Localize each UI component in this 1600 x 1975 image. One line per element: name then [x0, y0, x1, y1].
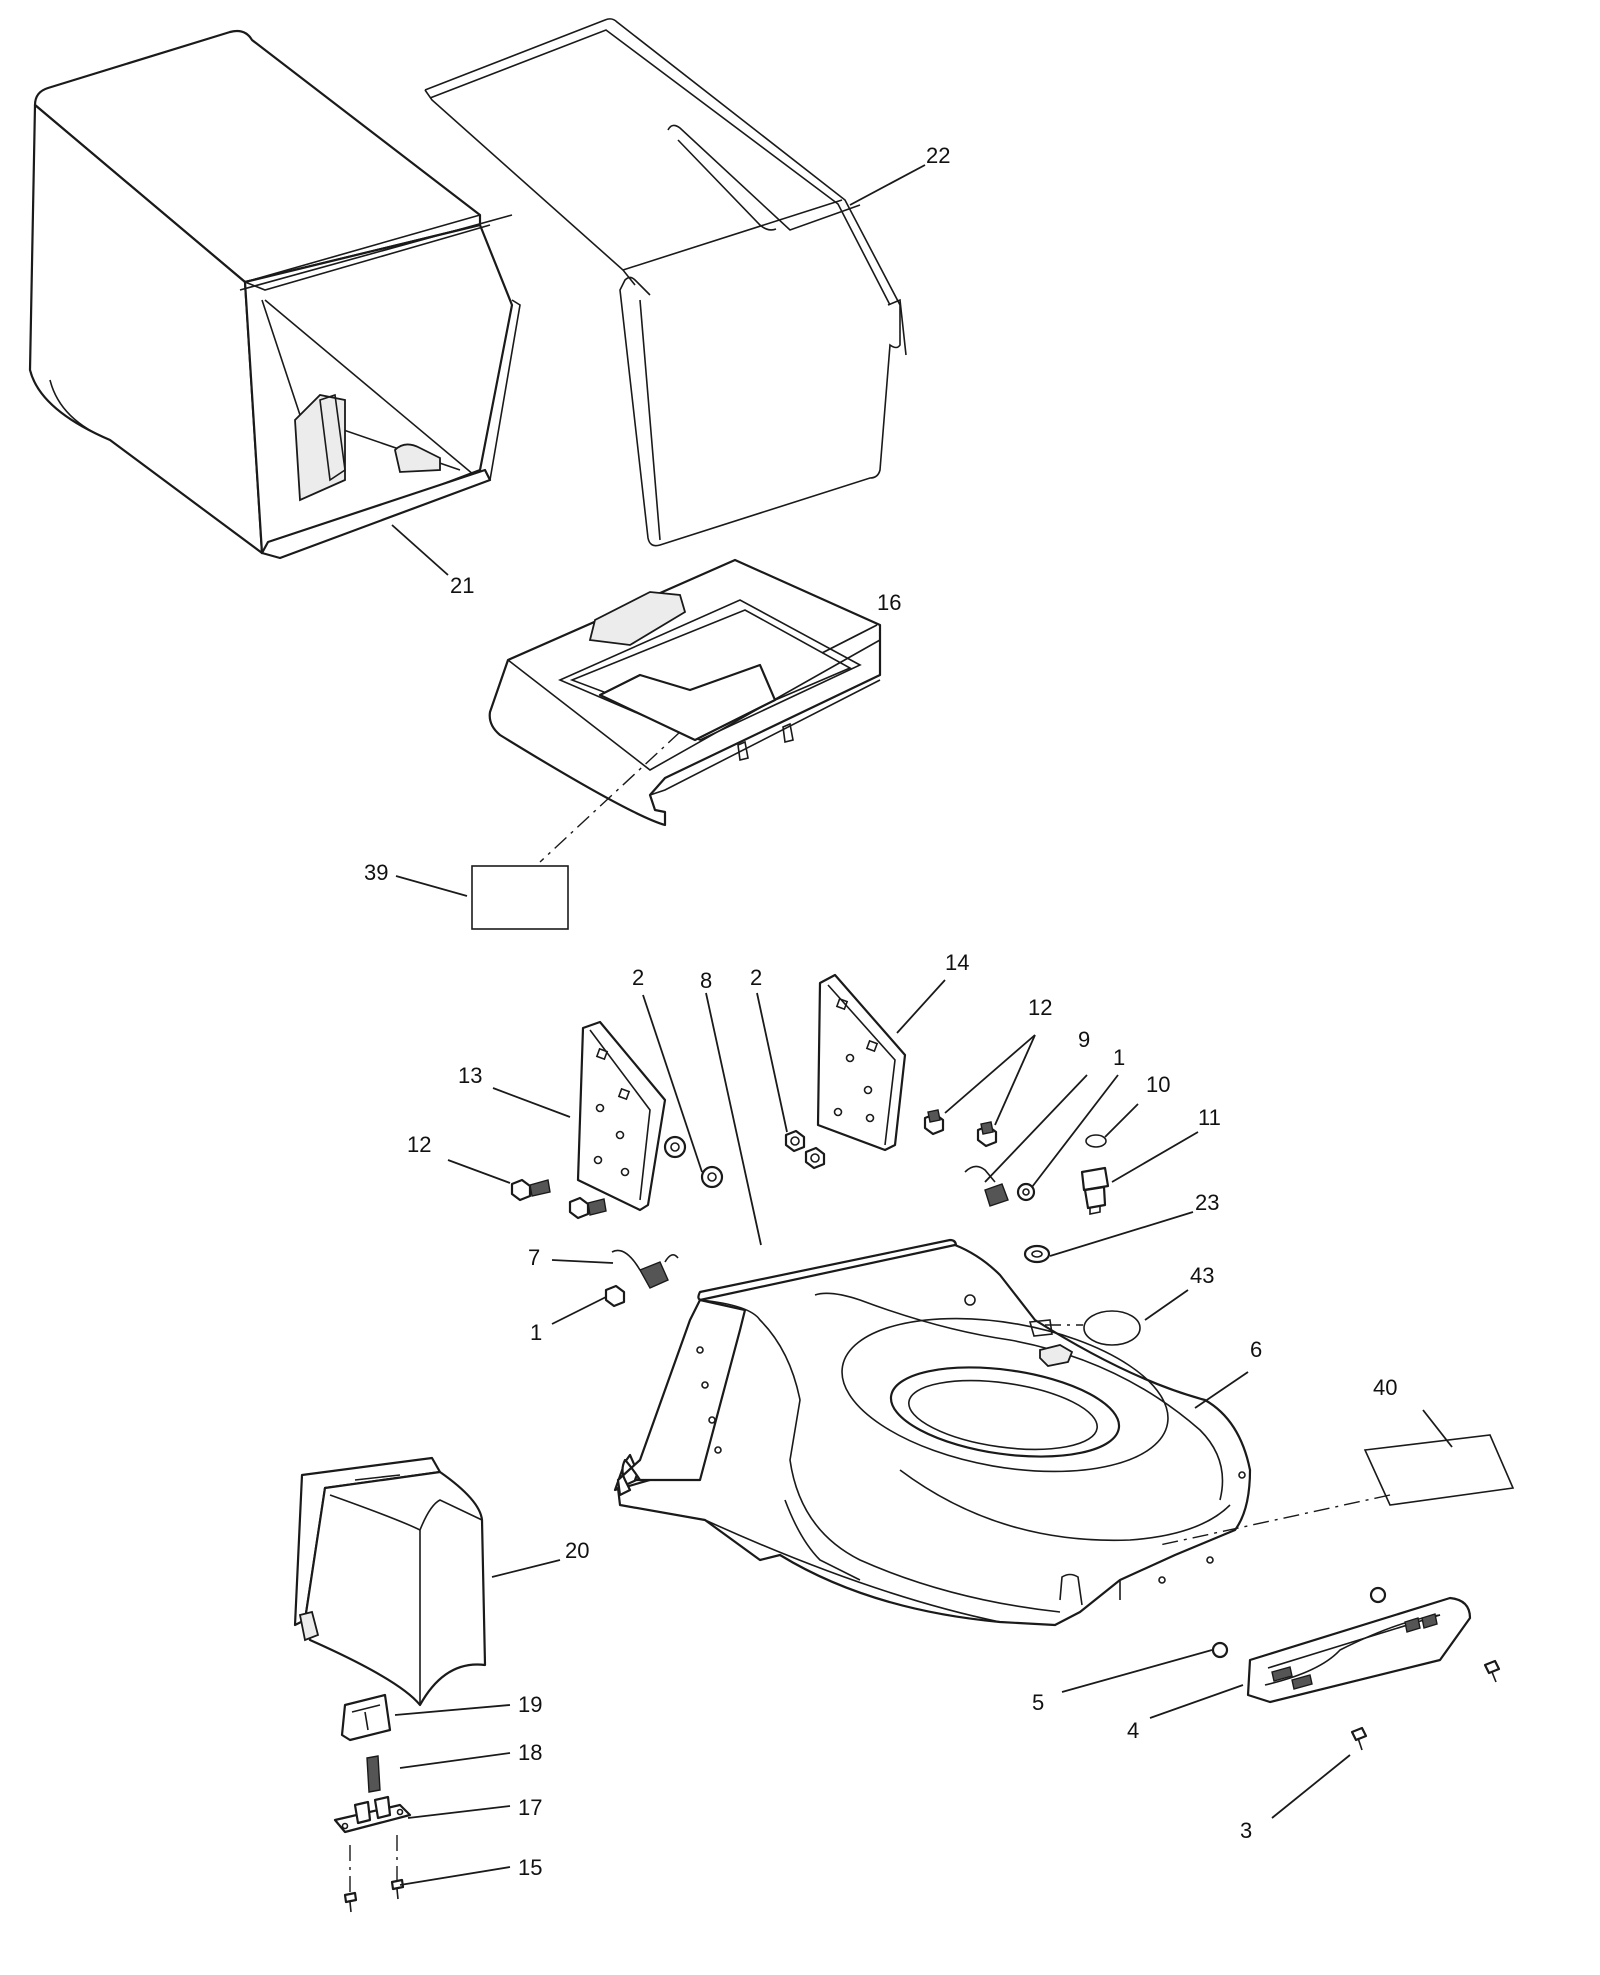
callout-11: 11 — [1198, 1105, 1221, 1130]
callout-6: 6 — [1250, 1337, 1262, 1362]
part-14-side-plate — [816, 973, 907, 1152]
part-43-cap — [1083, 1310, 1141, 1346]
part-4-rear-trim — [1246, 1596, 1472, 1704]
callout-23: 23 — [1195, 1190, 1219, 1215]
callout-18: 18 — [518, 1740, 542, 1765]
part-16-top-cover — [488, 558, 882, 827]
callout-3: 3 — [1240, 1818, 1252, 1843]
hardware-bolts — [510, 1109, 998, 1220]
part-7-spring — [611, 1249, 679, 1289]
callout-14: 14 — [945, 950, 969, 975]
callout-12-right: 12 — [1028, 995, 1052, 1020]
callout-13: 13 — [458, 1063, 482, 1088]
callout-7: 7 — [528, 1245, 540, 1270]
callout-8: 8 — [700, 968, 712, 993]
part-9-spring — [964, 1165, 1009, 1207]
callout-12-left: 12 — [407, 1132, 431, 1157]
part-13-side-plate — [576, 1020, 667, 1212]
part-40-decal — [1363, 1434, 1515, 1506]
part-11-fitting — [1080, 1166, 1110, 1215]
part-6-deck — [613, 1243, 1252, 1627]
callout-17: 17 — [518, 1795, 542, 1820]
part-22-bag-frame — [424, 18, 907, 547]
callout-5: 5 — [1032, 1690, 1044, 1715]
part-17-bracket — [333, 1795, 412, 1834]
part-39-decal — [471, 865, 569, 930]
part-15-screw — [343, 1835, 405, 1913]
callout-4: 4 — [1127, 1718, 1139, 1743]
leader-lines — [391, 164, 1453, 1886]
callout-22: 22 — [926, 143, 950, 168]
part-5-nut — [1211, 1586, 1387, 1659]
callout-1-right: 1 — [1113, 1045, 1125, 1070]
callout-40: 40 — [1373, 1375, 1397, 1400]
callout-9: 9 — [1078, 1027, 1090, 1052]
callout-1-left: 1 — [530, 1320, 542, 1345]
callout-2-left: 2 — [632, 965, 644, 990]
part-18-spring — [366, 1755, 381, 1793]
callout-2-right: 2 — [750, 965, 762, 990]
callout-15: 15 — [518, 1855, 542, 1880]
hardware-nuts-washers — [604, 1129, 1107, 1308]
callout-43: 43 — [1190, 1263, 1214, 1288]
callout-labels: 22 21 16 39 14 2 8 2 12 9 1 10 13 11 12 … — [364, 143, 1397, 1880]
callout-19: 19 — [518, 1692, 542, 1717]
callout-16: 16 — [877, 590, 901, 615]
part-20-chute-guard — [293, 1456, 487, 1707]
part-21-grass-bag — [28, 29, 521, 560]
callout-21: 21 — [450, 573, 474, 598]
callout-39: 39 — [364, 860, 388, 885]
part-19-latch — [340, 1693, 392, 1742]
callout-10: 10 — [1146, 1072, 1170, 1097]
part-3-screw — [1350, 1659, 1501, 1751]
callout-20: 20 — [565, 1538, 589, 1563]
